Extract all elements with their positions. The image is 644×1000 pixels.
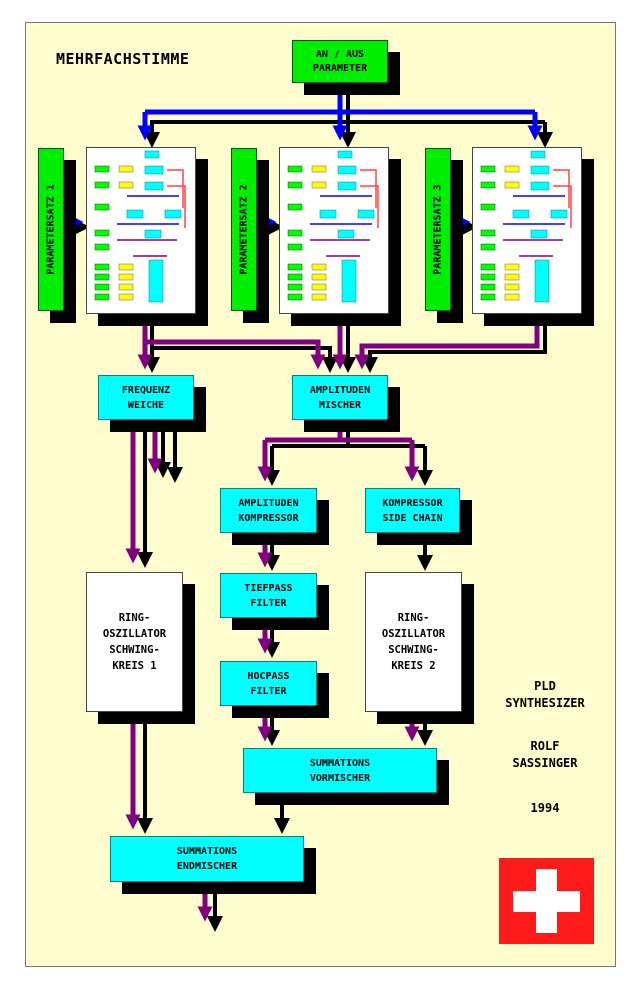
parameter-set-2-block: PARAMETERSATZ 2 xyxy=(231,148,257,311)
ring-oszillator-2-block: RING- OSZILLATOR SCHWING- KREIS 2 xyxy=(365,572,462,712)
voice-schematic-3 xyxy=(480,150,572,303)
author-name: ROLF SASSINGER xyxy=(512,739,578,770)
voice-schematic-1 xyxy=(94,150,186,303)
parameter-set-3-label: PARAMETERSATZ 3 xyxy=(432,184,444,275)
swiss-flag-icon xyxy=(499,858,594,944)
voice-module-3 xyxy=(472,147,582,314)
diagram-title: MEHRFACHSTIMME xyxy=(56,50,190,68)
parameter-set-3-block: PARAMETERSATZ 3 xyxy=(425,148,451,311)
year-label: 1994 xyxy=(530,801,560,815)
black-signal-flow xyxy=(137,320,547,932)
frequenz-weiche-block: FREQUENZ WEICHE xyxy=(98,375,194,420)
kompressor-side-chain-block: KOMPRESSOR SIDE CHAIN xyxy=(365,488,460,533)
parameter-set-2-label: PARAMETERSATZ 2 xyxy=(238,184,250,275)
purple-signal-flow xyxy=(125,314,540,922)
parameter-set-1-label: PARAMETERSATZ 1 xyxy=(45,184,57,275)
summations-endmischer-block: SUMMATIONS ENDMISCHER xyxy=(110,836,304,882)
blue-top-bus xyxy=(64,80,543,230)
product-name: PLD SYNTHESIZER xyxy=(505,679,585,710)
amplituden-kompressor-block: AMPLITUDEN KOMPRESSOR xyxy=(220,488,317,533)
amplituden-mischer-block: AMPLITUDEN MISCHER xyxy=(292,375,388,420)
voice-module-2 xyxy=(279,147,389,314)
hocpass-filter-block: HOCPASS FILTER xyxy=(220,661,317,706)
ring-oszillator-1-block: RING- OSZILLATOR SCHWING- KREIS 1 xyxy=(86,572,183,712)
parameter-set-1-block: PARAMETERSATZ 1 xyxy=(38,148,64,311)
summations-vormischer-block: SUMMATIONS VORMISCHER xyxy=(243,748,437,793)
voice-module-1 xyxy=(86,147,196,314)
voice-schematic-2 xyxy=(287,150,379,303)
tiefpass-filter-block: TIEFPASS FILTER xyxy=(220,573,317,618)
on-off-parameter-block: AN / AUS PARAMETER xyxy=(292,40,388,83)
